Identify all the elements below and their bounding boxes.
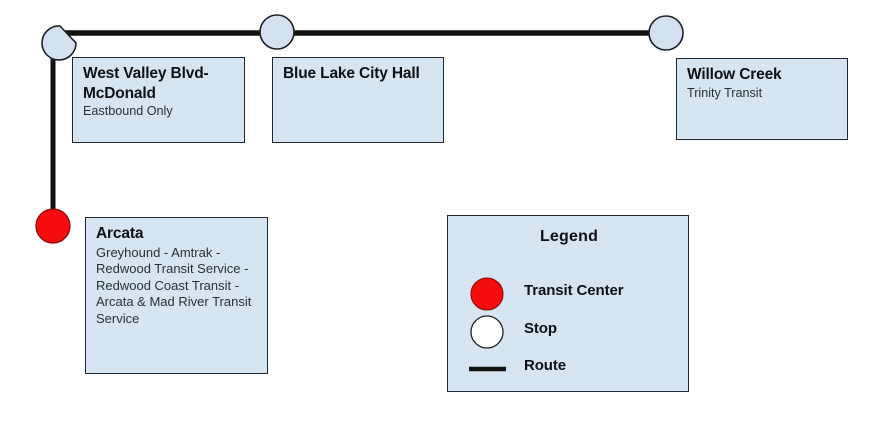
station-box-west-valley-blvd-mcdonald[interactable]: West Valley Blvd-McDonald Eastbound Only <box>72 57 245 143</box>
stop-marker-blue-lake-city-hall[interactable] <box>259 14 295 50</box>
legend-label-transit-center: Transit Center <box>524 282 624 299</box>
station-title-west-valley-blvd-mcdonald: West Valley Blvd-McDonald <box>83 65 209 102</box>
station-title-willow-creek: Willow Creek <box>687 66 782 83</box>
transit-center-icon <box>470 277 504 311</box>
legend: Legend Transit Center Stop Route <box>447 215 689 392</box>
legend-item-stop: Stop <box>448 312 690 352</box>
stop-node-west-valley-blvd-mcdonald[interactable] <box>41 25 77 61</box>
stop-marker-west-valley-blvd-mcdonald <box>41 25 77 61</box>
stop-marker-willow-creek[interactable] <box>648 15 684 51</box>
station-subtitle-west-valley-blvd-mcdonald: Eastbound Only <box>83 104 173 119</box>
station-title-arcata: Arcata <box>96 225 144 242</box>
station-title-blue-lake-city-hall: Blue Lake City Hall <box>283 65 420 82</box>
route-icon <box>469 366 506 372</box>
station-box-arcata[interactable]: Arcata Greyhound - Amtrak - Redwood Tran… <box>85 217 268 374</box>
legend-label-route: Route <box>524 357 566 374</box>
transit-center-marker-arcata[interactable] <box>35 208 71 244</box>
legend-label-stop: Stop <box>524 320 557 337</box>
stop-icon <box>470 315 504 349</box>
legend-item-route: Route <box>448 349 690 389</box>
station-subtitle-arcata: Greyhound - Amtrak - Redwood Transit Ser… <box>96 244 252 326</box>
station-box-willow-creek[interactable]: Willow Creek Trinity Transit <box>676 58 848 140</box>
legend-item-transit-center: Transit Center <box>448 274 690 314</box>
station-subtitle-willow-creek: Trinity Transit <box>687 85 763 100</box>
legend-title: Legend <box>539 228 599 245</box>
station-box-blue-lake-city-hall[interactable]: Blue Lake City Hall <box>272 57 444 143</box>
